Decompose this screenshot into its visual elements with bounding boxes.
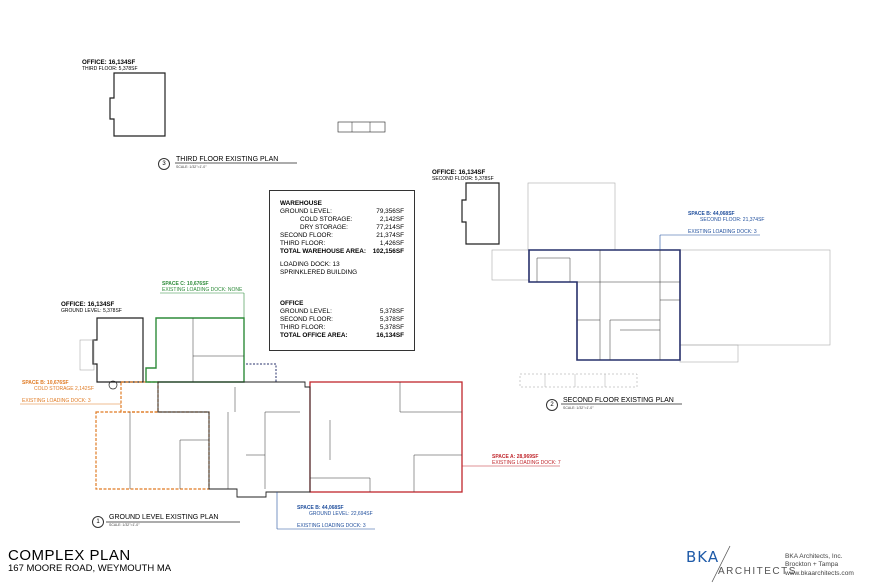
office-row-value: 5,378SF (379, 316, 404, 323)
ground-level-plan-title: GROUND LEVEL EXISTING PLAN (109, 514, 219, 521)
office-row: SECOND FLOOR: 5,378SF (280, 316, 404, 323)
warehouse-row-label: DRY STORAGE: (300, 224, 348, 231)
ground-level-plan-scale: SCALE: 1/32"=1'-0" (109, 523, 140, 527)
warehouse-row-value: 1,426SF (379, 240, 404, 247)
third-floor-plan (109, 72, 386, 137)
sprinklered-note: SPRINKLERED BUILDING (280, 269, 358, 276)
office-row-label: TOTAL OFFICE AREA: (280, 332, 348, 339)
second-floor-plan-title: SECOND FLOOR EXISTING PLAN (563, 397, 674, 404)
office-row: TOTAL OFFICE AREA: 16,134SF (280, 332, 404, 339)
warehouse-row: SECOND FLOOR: 21,374SF (280, 232, 404, 239)
warehouse-row-label: GROUND LEVEL: (280, 208, 332, 215)
ground-floor-plan (79, 317, 463, 498)
space-b-left-sub: COLD STORAGE 2,142SF (34, 386, 94, 392)
warehouse-row-label: SECOND FLOOR: (280, 232, 333, 239)
warehouse-row: DRY STORAGE: 77,214SF (280, 224, 404, 231)
warehouse-row-value: 79,356SF (376, 208, 404, 215)
office-row-label: THIRD FLOOR: (280, 324, 326, 331)
third-floor-plan-scale: SCALE: 1/32"=1'-0" (176, 165, 207, 169)
warehouse-row: COLD STORAGE: 2,142SF (280, 216, 404, 223)
project-address: 167 MOORE ROAD, WEYMOUTH MA (8, 563, 172, 574)
office-row: GROUND LEVEL: 5,378SF (280, 308, 404, 315)
warehouse-row-value: 77,214SF (376, 224, 404, 231)
warehouse-row: THIRD FLOOR: 1,426SF (280, 240, 404, 247)
logo-wordmark: ARCHITECTS (718, 566, 797, 577)
space-c-sub: EXISTING LOADING DOCK: NONE (162, 287, 243, 293)
sheet-title: COMPLEX PLAN (8, 547, 131, 564)
warehouse-row-label: TOTAL WAREHOUSE AREA: (280, 248, 367, 255)
second-floor-plan (461, 182, 831, 388)
leader-lines (20, 162, 760, 530)
warehouse-row-value: 2,142SF (379, 216, 404, 223)
warehouse-row-value: 102,156SF (372, 248, 404, 255)
firm-info: BKA Architects, Inc. Brockton + Tampa ww… (785, 553, 854, 578)
space-b-left-dock: EXISTING LOADING DOCK: 3 (22, 398, 91, 404)
warehouse-row-label: THIRD FLOOR: (280, 240, 326, 247)
loading-dock-count: LOADING DOCK: 13 (280, 261, 340, 268)
plan-number-2: 2 (546, 399, 558, 411)
space-b-bottom-dock: EXISTING LOADING DOCK: 3 (297, 523, 366, 529)
firm-locations: Brockton + Tampa (785, 561, 839, 569)
firm-website: www.bkaarchitects.com (785, 569, 854, 577)
office-row: THIRD FLOOR: 5,378SF (280, 324, 404, 331)
warehouse-row: GROUND LEVEL: 79,356SF (280, 208, 404, 215)
warehouse-row: TOTAL WAREHOUSE AREA: 102,156SF (280, 248, 404, 255)
space-a-sub: EXISTING LOADING DOCK: 7 (492, 460, 561, 466)
space-b-right-dock: EXISTING LOADING DOCK: 3 (688, 229, 757, 235)
space-c-title: SPACE C: 10,676SF (162, 281, 209, 287)
office-row-value: 16,134SF (376, 332, 404, 339)
second-floor-plan-scale: SCALE: 1/32"=1'-0" (563, 406, 594, 410)
firm-name: BKA Architects, Inc. (785, 553, 843, 560)
second-floor-office-sub: SECOND FLOOR: 5,378SF (432, 176, 494, 182)
plan-number-3: 3 (158, 158, 170, 170)
warehouse-header: WAREHOUSE (280, 200, 322, 207)
space-b-left-title: SPACE B: 10,676SF (22, 380, 69, 386)
plan-number-1: 1 (92, 516, 104, 528)
office-row-value: 5,378SF (379, 324, 404, 331)
third-floor-office-title: OFFICE: 16,134SF (82, 59, 136, 66)
third-floor-office-sub: THIRD FLOOR: 5,378SF (82, 66, 138, 72)
ground-office-sub: GROUND LEVEL: 5,378SF (61, 308, 122, 314)
space-b-bottom-sub: GROUND LEVEL: 22,694SF (309, 511, 373, 517)
second-floor-office-title: OFFICE: 16,134SF (432, 169, 486, 176)
third-floor-plan-title: THIRD FLOOR EXISTING PLAN (176, 156, 279, 163)
logo-slash-mark (711, 545, 731, 583)
space-b-right-sub: SECOND FLOOR: 21,374SF (700, 217, 765, 223)
warehouse-row-label: COLD STORAGE: (300, 216, 353, 223)
warehouse-row-value: 21,374SF (376, 232, 404, 239)
logo-mark: BKA (686, 548, 720, 566)
space-b-right-title: SPACE B: 44,068SF (688, 211, 735, 217)
office-row-label: GROUND LEVEL: (280, 308, 332, 315)
ground-office-title: OFFICE: 16,134SF (61, 301, 115, 308)
office-header: OFFICE (280, 300, 304, 307)
space-b-bottom-title: SPACE B: 44,068SF (297, 505, 344, 511)
office-row-label: SECOND FLOOR: (280, 316, 333, 323)
space-a-title: SPACE A: 28,969SF (492, 454, 539, 460)
office-row-value: 5,378SF (379, 308, 404, 315)
